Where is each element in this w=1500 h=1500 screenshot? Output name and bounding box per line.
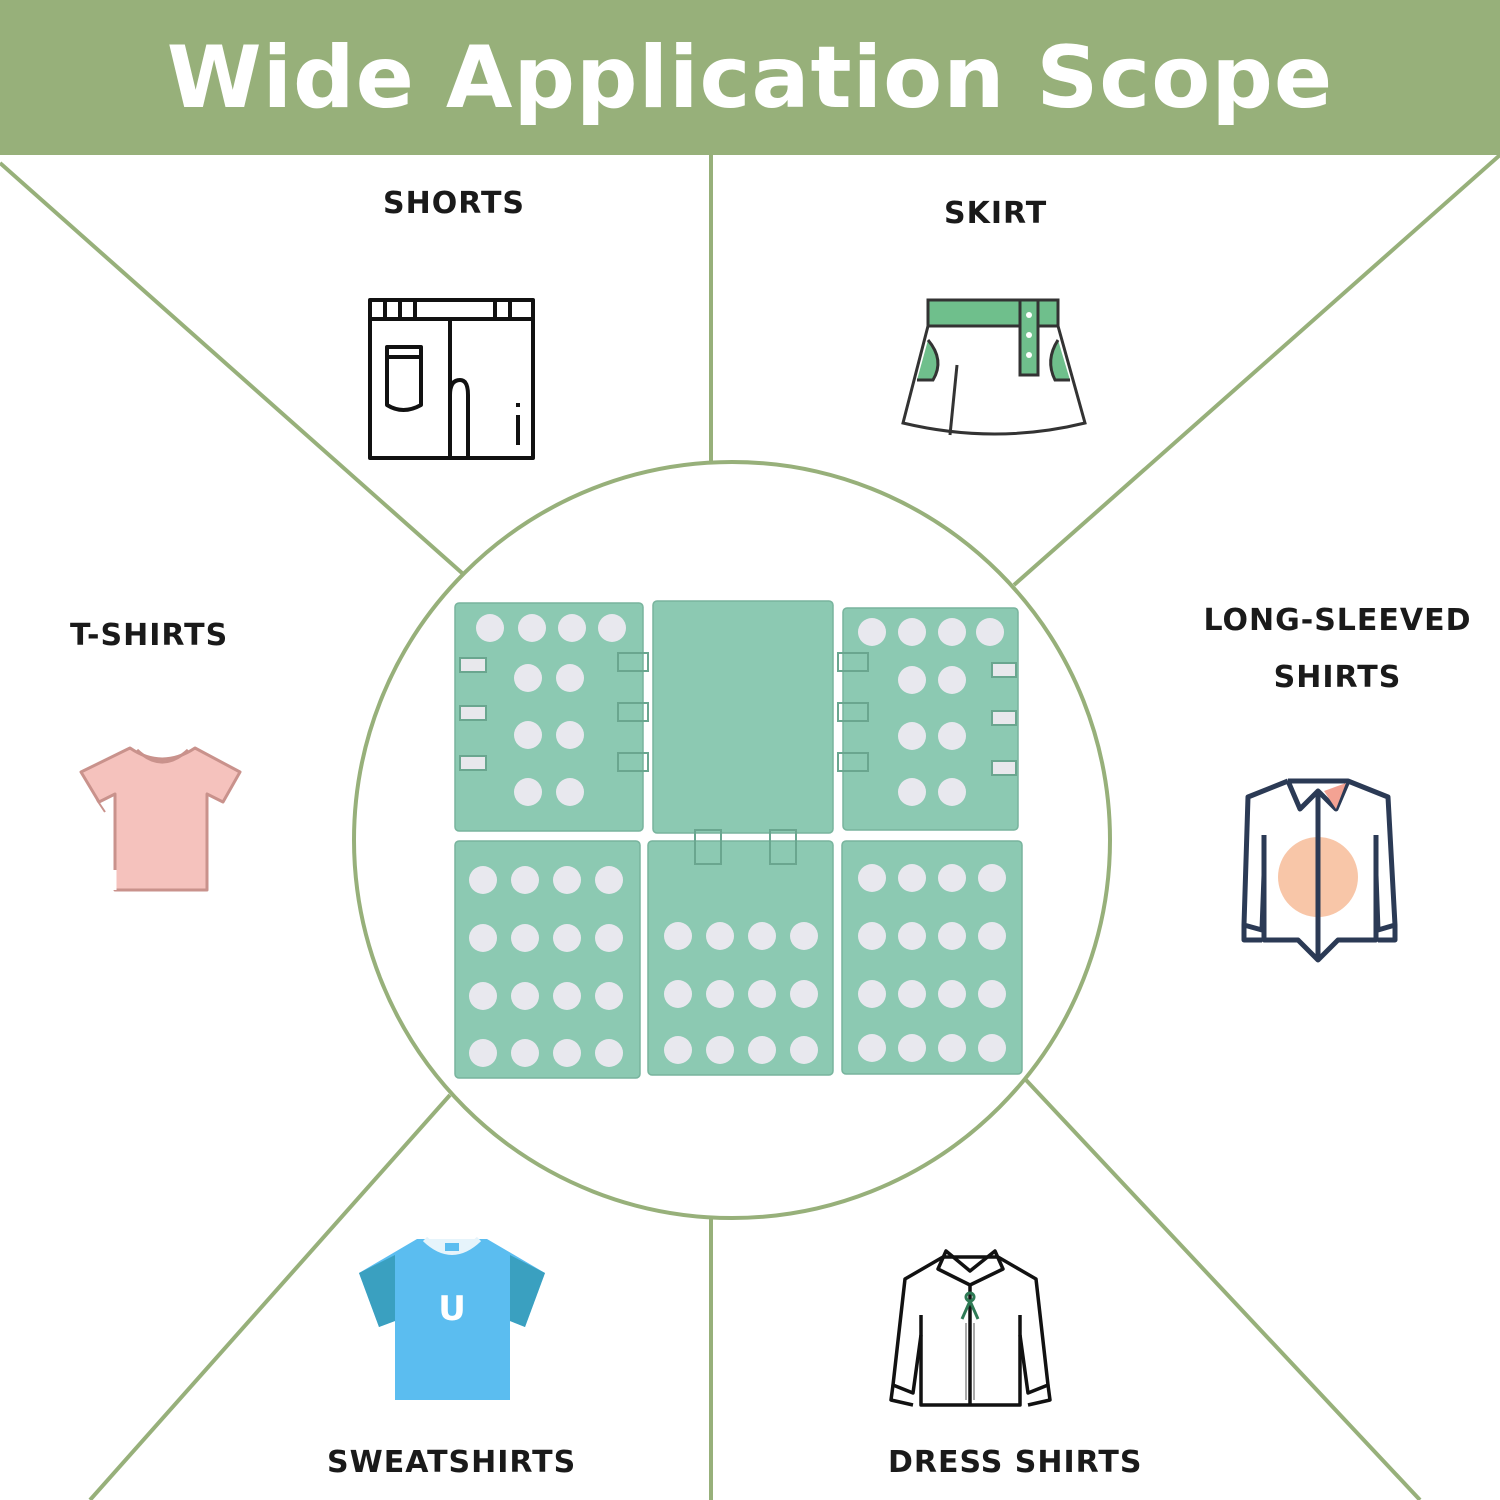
divider-top-left bbox=[0, 161, 464, 575]
label-long-sleeved-line1: LONG-SLEEVED bbox=[1203, 603, 1472, 638]
sweatshirt-letter: U bbox=[438, 1289, 466, 1329]
long-sleeved-shirt-icon bbox=[1241, 778, 1398, 963]
label-long-sleeved-shirts: LONG-SLEEVED SHIRTS bbox=[1195, 592, 1480, 706]
shorts-icon bbox=[368, 298, 535, 460]
panel-bottom-left bbox=[454, 840, 641, 1079]
panel-bottom-center bbox=[647, 840, 834, 1076]
panel-top-center bbox=[652, 600, 834, 834]
divider-bottom-right bbox=[1024, 1078, 1422, 1500]
clothes-folding-board bbox=[454, 600, 1023, 1079]
label-skirt: SKIRT bbox=[944, 196, 1048, 231]
skirt-icon bbox=[901, 298, 1087, 436]
title-banner: Wide Application Scope bbox=[0, 0, 1500, 155]
panel-top-right bbox=[842, 607, 1019, 831]
label-long-sleeved-line2: SHIRTS bbox=[1273, 660, 1402, 695]
tshirt-icon bbox=[79, 746, 242, 892]
hinge-clips bbox=[459, 652, 1017, 865]
label-dress-shirts: DRESS SHIRTS bbox=[888, 1445, 1143, 1480]
panel-top-left bbox=[454, 602, 644, 832]
panel-bottom-right bbox=[841, 840, 1023, 1075]
divider-top-right bbox=[1012, 153, 1500, 587]
center-circle bbox=[352, 460, 1112, 1220]
board-panels bbox=[454, 600, 1023, 1079]
label-sweatshirts: SWEATSHIRTS bbox=[327, 1445, 577, 1480]
label-tshirts: T-SHIRTS bbox=[70, 618, 229, 653]
sweatshirt-icon: U bbox=[359, 1236, 545, 1400]
dress-shirt-icon bbox=[889, 1249, 1052, 1407]
board-holes bbox=[469, 614, 1006, 1067]
label-shorts: SHORTS bbox=[383, 186, 526, 221]
page-title: Wide Application Scope bbox=[166, 27, 1334, 128]
divider-bottom-left bbox=[88, 1093, 452, 1500]
